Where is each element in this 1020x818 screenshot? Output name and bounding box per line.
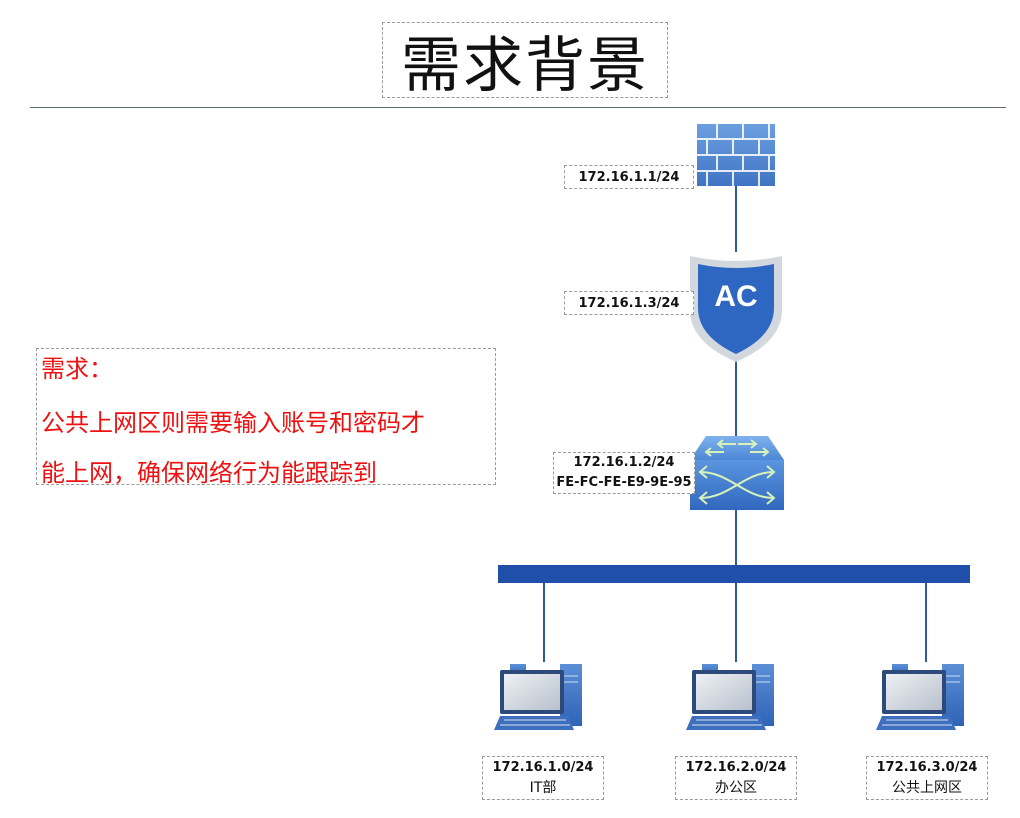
switch-icon (690, 436, 784, 510)
requirement-line-1: 公共上网区则需要输入账号和密码才 (41, 409, 425, 437)
workstation-icon-2 (686, 664, 774, 730)
firewall-ip-label: 172.16.1.1/24 (564, 165, 694, 189)
host-ip-2: 172.16.2.0/24 (685, 760, 787, 775)
ac-ip-label: 172.16.1.3/24 (564, 291, 694, 315)
requirement-heading: 需求： (41, 355, 113, 383)
host-name-2: 办公区 (715, 780, 757, 796)
switch-label: 172.16.1.2/24 FE-FC-FE-E9-9E-95 (553, 452, 695, 494)
firewall-icon (697, 124, 775, 186)
workstation-icon-3 (876, 664, 964, 730)
host-label-1: 172.16.1.0/24 IT部 (482, 756, 604, 800)
host-label-2: 172.16.2.0/24 办公区 (675, 756, 797, 800)
lan-bus (498, 565, 970, 583)
title-divider (30, 107, 1006, 108)
host-ip-1: 172.16.1.0/24 (492, 760, 594, 775)
workstation-icon-1 (494, 664, 582, 730)
host-name-3: 公共上网区 (892, 780, 962, 796)
host-label-3: 172.16.3.0/24 公共上网区 (866, 756, 988, 800)
host-name-1: IT部 (529, 780, 557, 796)
host-ip-3: 172.16.3.0/24 (876, 760, 978, 775)
switch-ip-label: 172.16.1.2/24 (573, 455, 675, 470)
page-title: 需求背景 (382, 22, 668, 101)
ac-shield-icon: AC (690, 256, 782, 362)
ac-logo-text: AC (714, 280, 757, 313)
requirement-line-2: 能上网，确保网络行为能跟踪到 (41, 459, 377, 487)
switch-mac-label: FE-FC-FE-E9-9E-95 (556, 475, 692, 490)
requirement-box: 需求： 公共上网区则需要输入账号和密码才 能上网，确保网络行为能跟踪到 (36, 348, 496, 487)
